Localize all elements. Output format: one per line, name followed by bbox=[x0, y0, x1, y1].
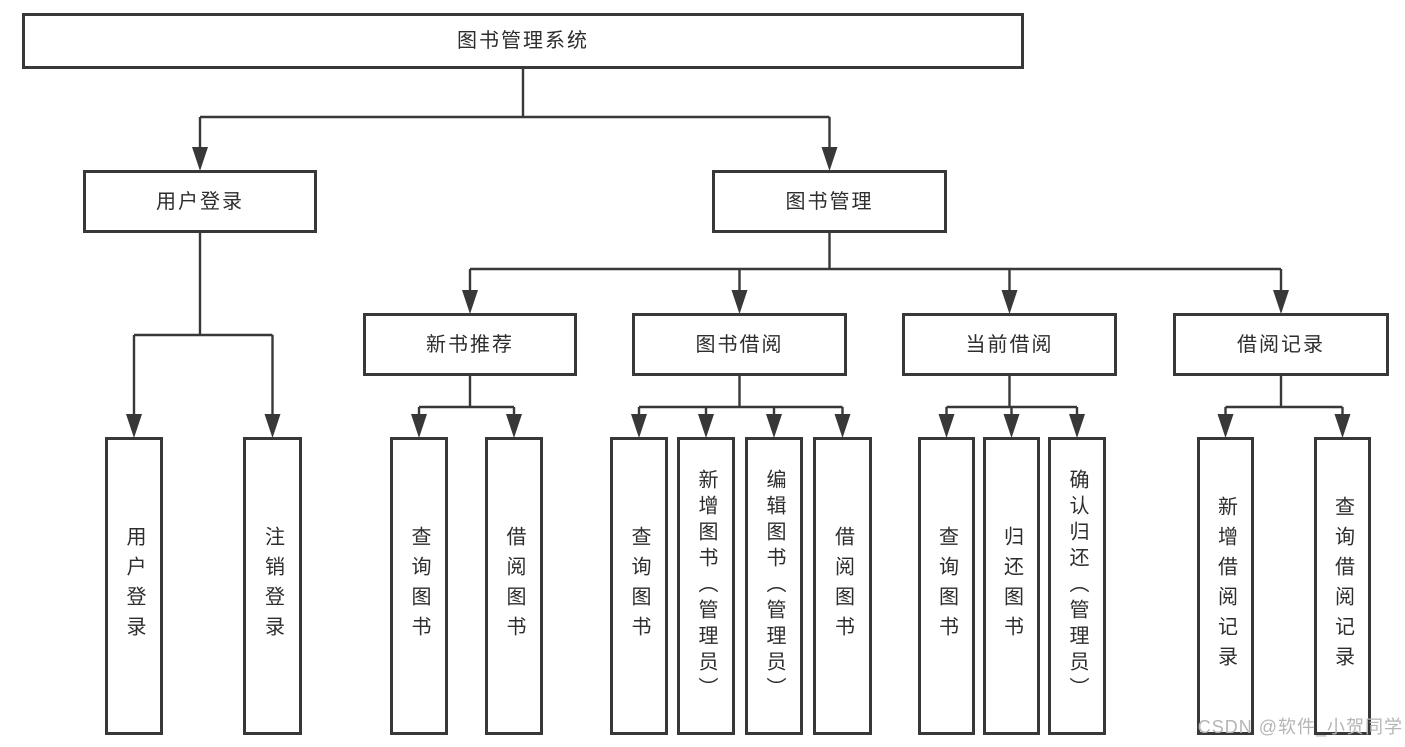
node-system: 图书管理系统 bbox=[22, 13, 1024, 69]
arrowhead-icon bbox=[126, 414, 142, 438]
arrowhead-icon bbox=[1217, 414, 1234, 438]
node-leaf-add-borrow-record: 新增借阅记录 bbox=[1197, 437, 1254, 735]
node-leaf-user-login: 用户登录 bbox=[105, 437, 163, 735]
node-label: 借阅图书 bbox=[831, 526, 854, 646]
node-label: 借阅图书 bbox=[503, 526, 525, 646]
node-label: 用户登录 bbox=[123, 526, 145, 646]
node-borrowing-records: 借阅记录 bbox=[1173, 313, 1389, 376]
node-label: 查询图书 bbox=[408, 526, 430, 646]
arrowhead-icon bbox=[938, 414, 955, 438]
arrowhead-icon bbox=[462, 290, 478, 314]
node-label: 借阅记录 bbox=[1237, 333, 1325, 356]
node-current-borrowing: 当前借阅 bbox=[902, 313, 1117, 376]
node-leaf-borrow-books-b: 借阅图书 bbox=[813, 437, 872, 735]
arrowhead-icon bbox=[1334, 414, 1351, 438]
node-book-management: 图书管理 bbox=[712, 170, 947, 233]
csdn-watermark: CSDN @软件_小贺同学 bbox=[1197, 717, 1403, 737]
node-label: 图书借阅 bbox=[695, 333, 784, 356]
arrowhead-icon bbox=[766, 414, 782, 438]
arrowhead-icon bbox=[506, 414, 522, 438]
node-new-book-recommend: 新书推荐 bbox=[363, 313, 577, 376]
node-leaf-return-books: 归还图书 bbox=[983, 437, 1040, 735]
arrowhead-icon bbox=[1069, 414, 1085, 438]
arrowhead-icon bbox=[821, 147, 838, 171]
node-leaf-add-books: 新增图书（管理员） bbox=[677, 437, 735, 735]
node-label: 注销登录 bbox=[261, 526, 284, 646]
node-leaf-borrow-books-a: 借阅图书 bbox=[485, 437, 543, 735]
node-label: 图书管理系统 bbox=[457, 30, 589, 52]
arrowhead-icon bbox=[411, 414, 427, 438]
node-label: 查询借阅记录 bbox=[1331, 496, 1354, 676]
node-label: 编辑图书（管理员） bbox=[763, 469, 785, 703]
node-leaf-logout: 注销登录 bbox=[243, 437, 302, 735]
node-leaf-query-books-b: 查询图书 bbox=[610, 437, 668, 735]
node-leaf-query-borrow-record: 查询借阅记录 bbox=[1314, 437, 1371, 735]
node-label: 新增图书（管理员） bbox=[695, 469, 717, 703]
node-label: 新书推荐 bbox=[426, 333, 514, 356]
node-book-borrowing: 图书借阅 bbox=[632, 313, 847, 376]
node-leaf-edit-books: 编辑图书（管理员） bbox=[745, 437, 803, 735]
arrowhead-icon bbox=[1273, 290, 1289, 314]
node-label: 新增借阅记录 bbox=[1214, 496, 1237, 676]
node-leaf-query-books-c: 查询图书 bbox=[918, 437, 975, 735]
node-label: 当前借阅 bbox=[965, 333, 1054, 356]
arrowhead-icon bbox=[1003, 414, 1020, 438]
node-label: 查询图书 bbox=[628, 526, 650, 646]
node-label: 图书管理 bbox=[785, 190, 874, 213]
node-label: 查询图书 bbox=[935, 526, 958, 646]
node-leaf-query-books-a: 查询图书 bbox=[390, 437, 448, 735]
node-user-login: 用户登录 bbox=[83, 170, 317, 233]
arrowhead-icon bbox=[1001, 290, 1018, 314]
node-label: 确认归还（管理员） bbox=[1066, 469, 1088, 703]
arrowhead-icon bbox=[698, 414, 714, 438]
node-label: 归还图书 bbox=[1000, 526, 1023, 646]
arrowhead-icon bbox=[731, 290, 748, 314]
arrowhead-icon bbox=[264, 414, 281, 438]
arrowhead-icon bbox=[631, 414, 647, 438]
node-leaf-confirm-return: 确认归还（管理员） bbox=[1048, 437, 1106, 735]
node-label: 用户登录 bbox=[156, 190, 244, 213]
arrowhead-icon bbox=[834, 414, 851, 438]
arrowhead-icon bbox=[192, 147, 208, 171]
